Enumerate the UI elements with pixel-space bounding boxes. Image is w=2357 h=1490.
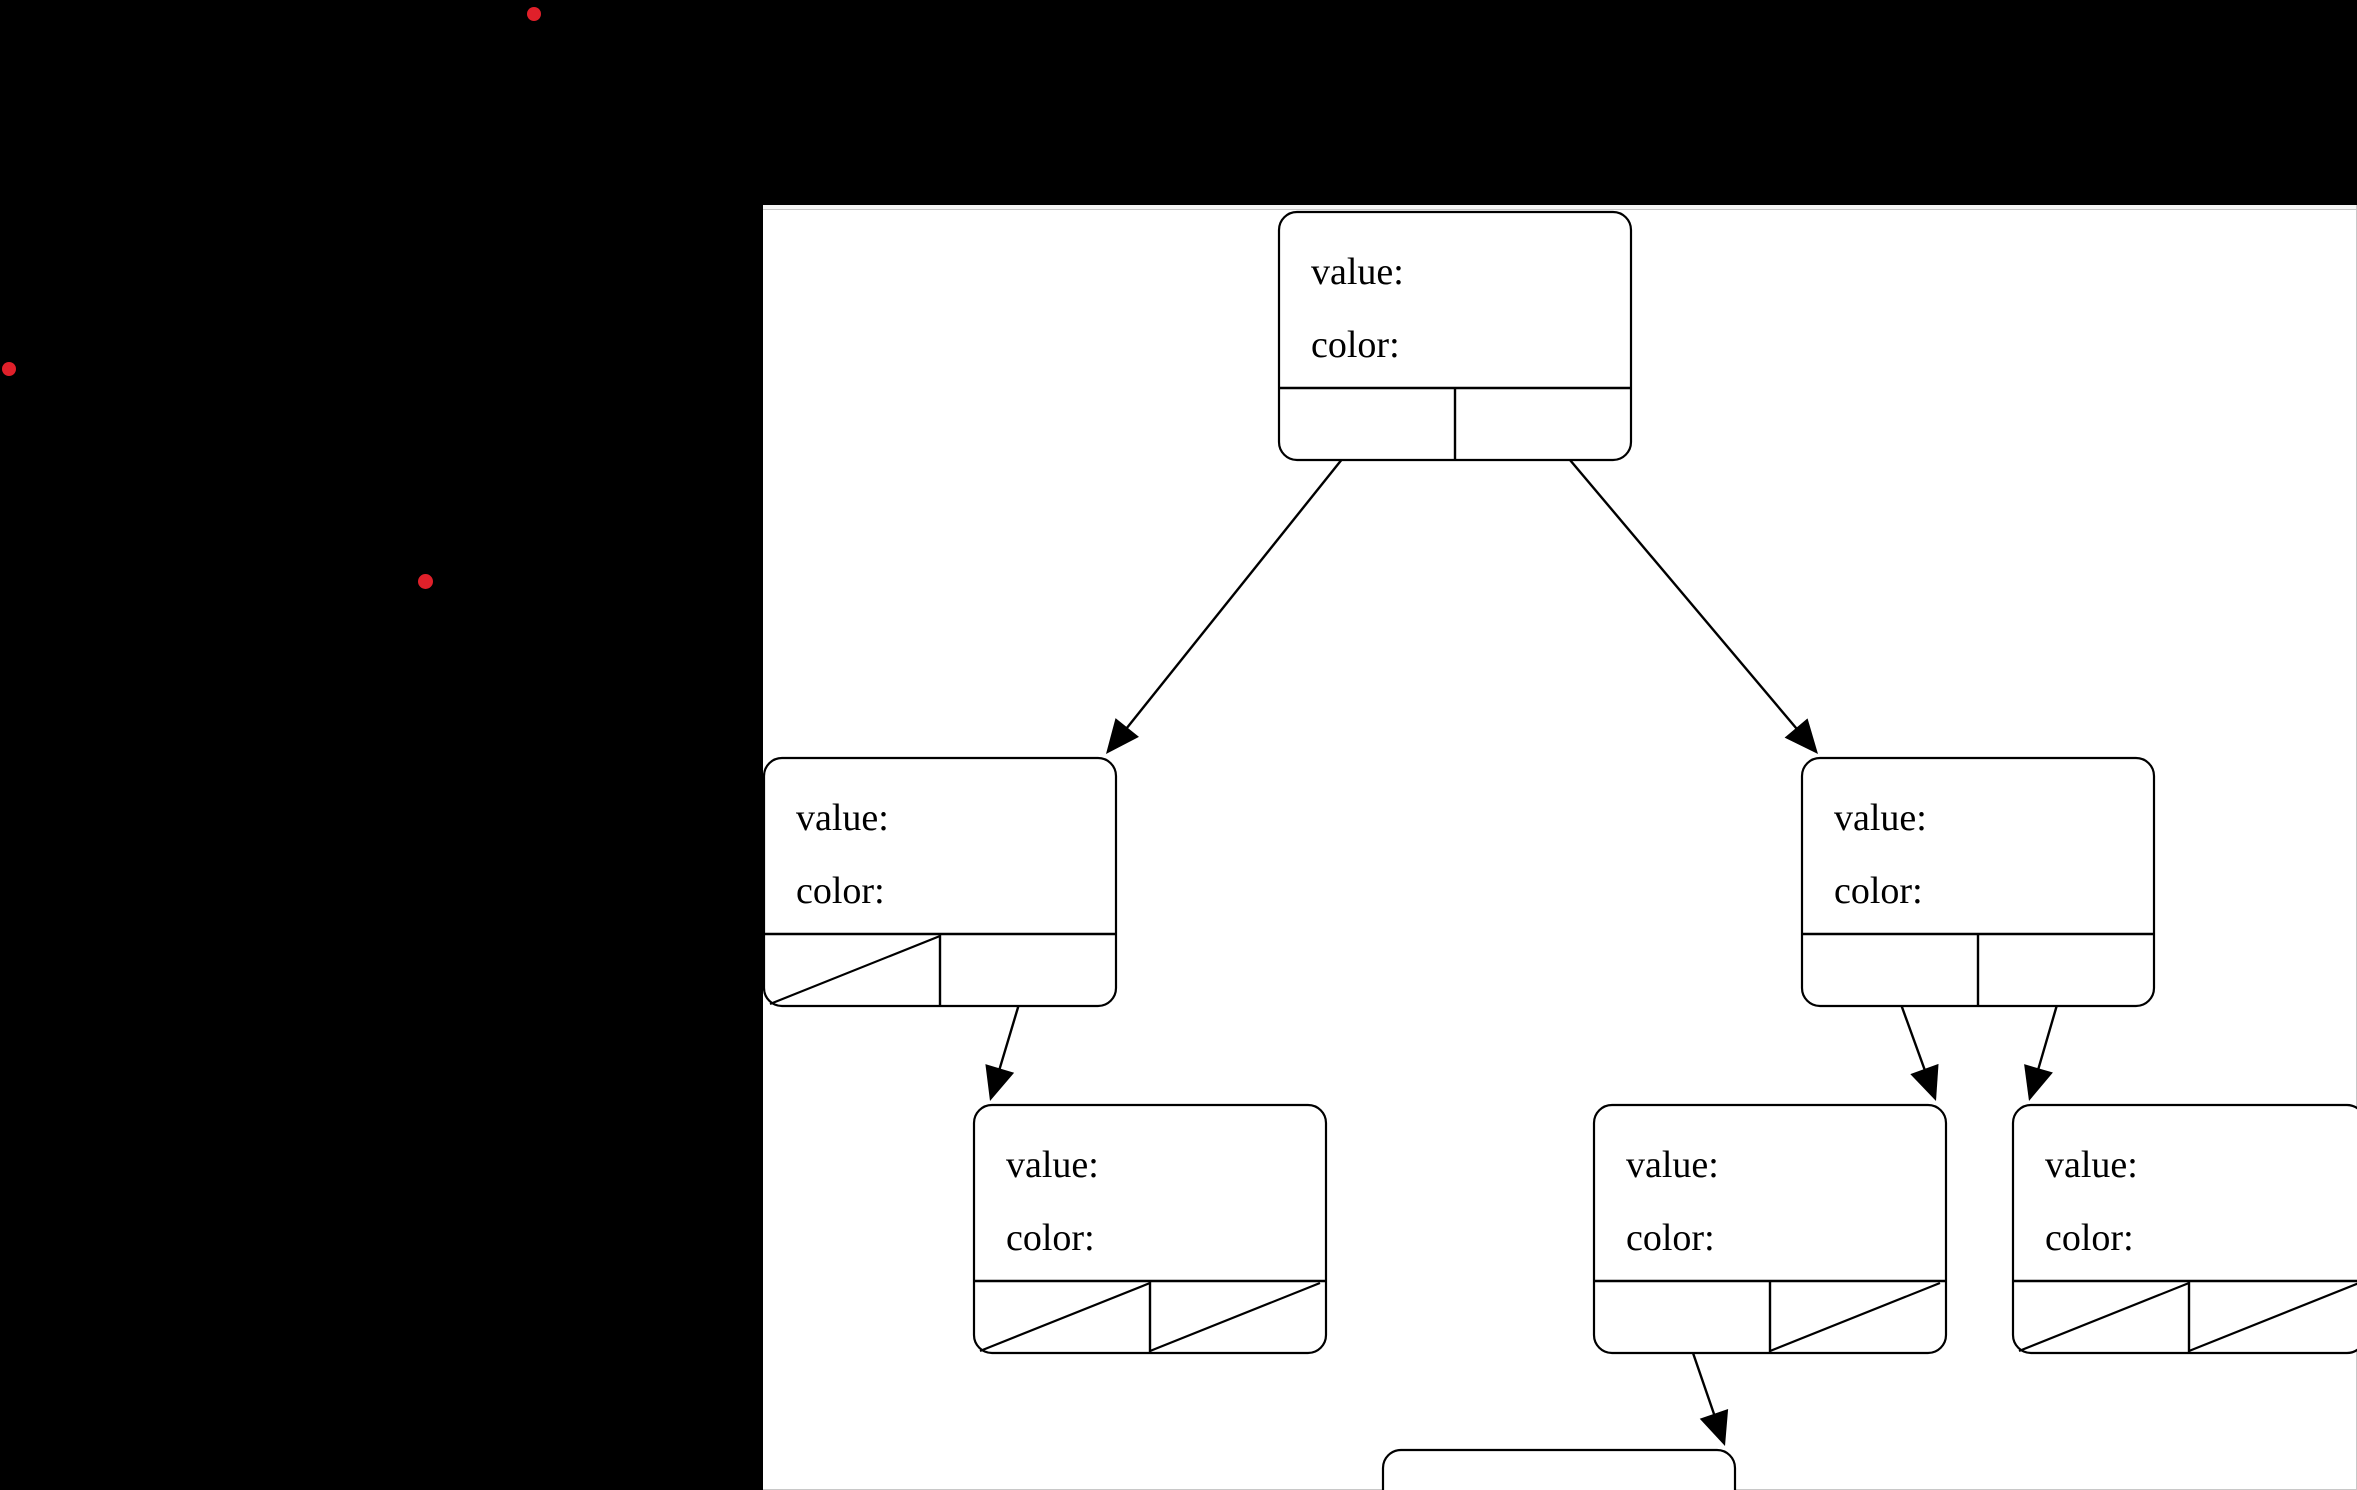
node-right-child-color-label: color: [1834, 870, 1923, 912]
node-right-right-grandchild-value-label: value: [2045, 1144, 2138, 1186]
node-right-right-grandchild-left-null-slash [2018, 1281, 2190, 1353]
edge-root-to-right-child-line [1542, 427, 1803, 735]
node-root-value-label: value: [1311, 251, 1404, 293]
node-root[interactable]: value: color: [1277, 210, 1633, 462]
edge-root-to-left-child-line [1121, 427, 1368, 735]
node-right-left-grandchild-value-label: value: [1626, 1144, 1719, 1186]
edge-right-left-grandchild-to-deep-leaf-arrowhead [1699, 1408, 1729, 1446]
edge-right-child-to-right-left-grandchild-arrowhead [1910, 1063, 1939, 1101]
node-right-left-grandchild-right-null-slash [1769, 1281, 1941, 1353]
node-deep-leaf-box [1381, 1448, 1737, 1490]
node-left-right-grandchild-left-null-slash [979, 1281, 1151, 1353]
node-left-child-left-null-slash [769, 934, 941, 1006]
node-deep-leaf[interactable]: value:color: [1381, 1448, 1737, 1490]
node-right-child[interactable]: value: color: [1800, 756, 2156, 1008]
node-left-child-value-label: value: [796, 797, 889, 839]
red-dot-top [527, 7, 541, 21]
red-dot-left [2, 362, 16, 376]
nodes-layer: value: color: value: color: value: color: valu… [763, 210, 2357, 1490]
node-right-child-value-label: value: [1834, 797, 1927, 839]
edge-left-child-to-left-right-grandchild-arrowhead [985, 1064, 1015, 1101]
tree-diagram: value: color: value: color: value: color: valu… [763, 210, 2357, 1490]
node-left-right-grandchild-value-label: value: [1006, 1144, 1099, 1186]
panel-top-border [763, 209, 2357, 210]
node-right-right-grandchild[interactable]: value: color: [2011, 1103, 2357, 1355]
diagram-panel: value: color: value: color: value: color: valu… [763, 205, 2357, 1490]
node-left-child-color-label: color: [796, 870, 885, 912]
node-right-right-grandchild-color-label: color: [2045, 1217, 2134, 1259]
node-left-right-grandchild-color-label: color: [1006, 1217, 1095, 1259]
edge-root-to-right-child [1542, 427, 1818, 754]
edge-root-to-left-child-arrowhead [1106, 718, 1139, 754]
node-left-child[interactable]: value: color: [763, 756, 1118, 1008]
node-root-color-label: color: [1311, 324, 1400, 366]
node-left-right-grandchild[interactable]: value: color: [972, 1103, 1328, 1355]
edge-root-to-right-child-arrowhead [1784, 718, 1818, 754]
node-right-left-grandchild[interactable]: value: color: [1592, 1103, 1948, 1355]
node-right-right-grandchild-right-null-slash [2188, 1282, 2357, 1353]
panel-top-strip [763, 205, 2357, 209]
edge-right-child-to-right-right-grandchild-arrowhead [2024, 1064, 2053, 1101]
node-left-right-grandchild-right-null-slash [1149, 1281, 1321, 1353]
red-dot-middle [418, 574, 433, 589]
node-right-left-grandchild-color-label: color: [1626, 1217, 1715, 1259]
edge-root-to-left-child [1106, 427, 1368, 754]
